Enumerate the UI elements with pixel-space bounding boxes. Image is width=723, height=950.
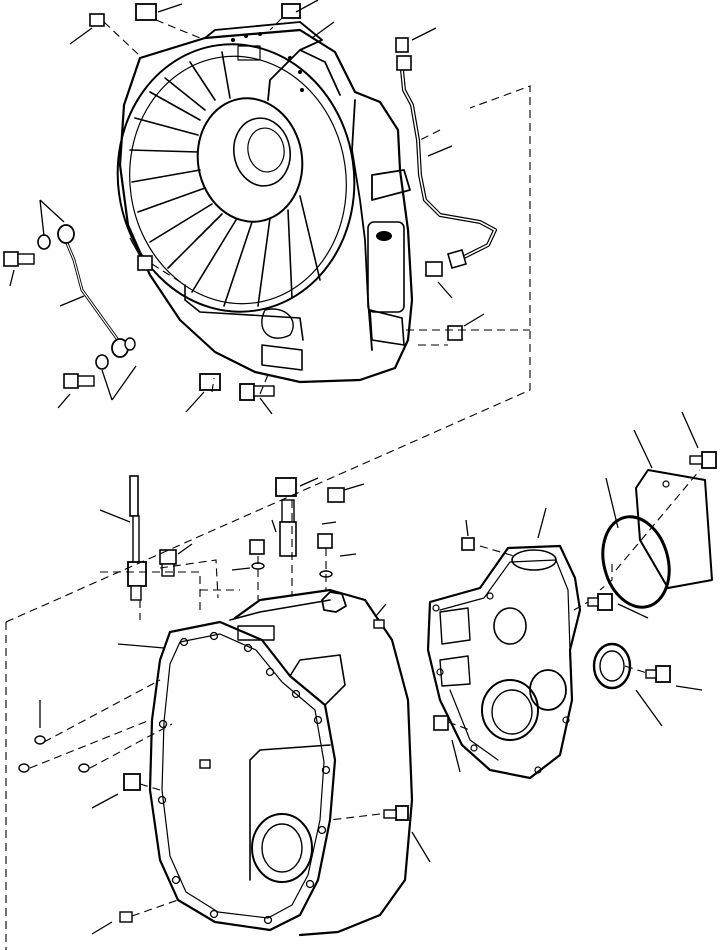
transmission-case <box>148 588 414 937</box>
plug-cover-a <box>461 537 475 551</box>
case-fasteners <box>18 475 409 923</box>
bolt-cover-1 <box>689 451 717 469</box>
plug-side <box>137 255 153 271</box>
breather-hose <box>3 224 136 389</box>
upper-fasteners <box>89 3 463 401</box>
plug-b <box>275 477 297 557</box>
plug-e <box>317 533 333 578</box>
plug-f <box>123 773 141 791</box>
plug-top-right <box>281 3 301 19</box>
plug-d <box>249 539 265 570</box>
pins <box>119 619 385 923</box>
oil-pipe <box>395 37 497 269</box>
converter-housing <box>116 21 414 384</box>
dipstick-sensor <box>127 475 147 601</box>
flange-holes <box>157 631 331 925</box>
oil-seal <box>592 642 632 690</box>
end-cover <box>426 544 582 780</box>
gasket-plate <box>635 469 713 589</box>
cover-parts <box>433 451 717 731</box>
o-ring-large <box>601 515 671 609</box>
plug-right <box>447 325 463 341</box>
bolt-cover-2 <box>587 593 613 611</box>
callout-leaders <box>9 0 703 935</box>
plug-top-left <box>89 13 105 27</box>
o-rings <box>18 735 90 773</box>
plug-c <box>327 487 345 503</box>
bolt-bottom <box>239 383 275 401</box>
plug-top <box>135 3 157 21</box>
fitting-right <box>425 261 443 277</box>
plug-bottom <box>199 373 221 391</box>
phantom-lines <box>5 17 701 950</box>
bolt-cover-3 <box>645 665 671 683</box>
plug-cover-b <box>433 715 449 731</box>
bolt-g <box>383 805 409 821</box>
